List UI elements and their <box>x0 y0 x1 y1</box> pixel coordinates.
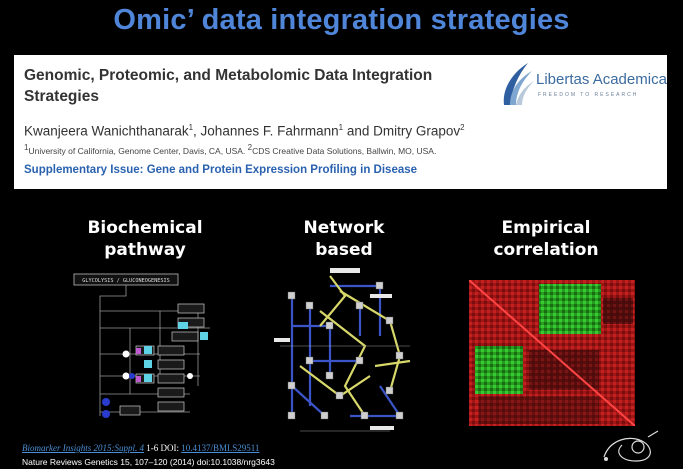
wave-icon <box>503 63 534 105</box>
slide-title: Omic’ data integration strategies <box>113 4 570 36</box>
citation-line-1: Biomarker Insights 2015:Suppl. 4 1-6 DOI… <box>22 443 260 453</box>
pathway-header: GLYCOLYSIS / GLUCONEOGENESIS <box>82 278 169 284</box>
network-diagram <box>274 268 411 432</box>
paper-affiliation: 1University of California, Genome Center… <box>24 143 437 156</box>
paper-title: Genomic, Proteomic, and Metabolomic Data… <box>24 67 433 105</box>
doi-link[interactable]: 10.4137/BMI.S29511 <box>181 443 260 453</box>
corner-emblem-icon <box>603 430 659 462</box>
paper-issue: Supplementary Issue: Gene and Protein Ex… <box>24 164 418 176</box>
logo-name: Libertas Academica <box>536 71 667 88</box>
correlation-heatmap <box>469 280 635 426</box>
paper-card: Genomic, Proteomic, and Metabolomic Data… <box>14 55 667 189</box>
citation-line-2: Nature Reviews Genetics 15, 107–120 (201… <box>22 457 275 467</box>
pathway-diagram: GLYCOLYSIS / GLUCONEOGENESIS <box>73 273 210 418</box>
journal-link[interactable]: Biomarker Insights <box>22 443 92 453</box>
paper-authors: Kwanjeera Wanichthanarak1, Johannes F. F… <box>24 123 465 139</box>
libertas-academica-logo: Libertas Academica FREEDOM TO RESEARCH <box>498 59 667 111</box>
logo-tagline: FREEDOM TO RESEARCH <box>538 92 639 98</box>
journal-detail[interactable]: 2015:Suppl. 4 <box>91 443 145 453</box>
